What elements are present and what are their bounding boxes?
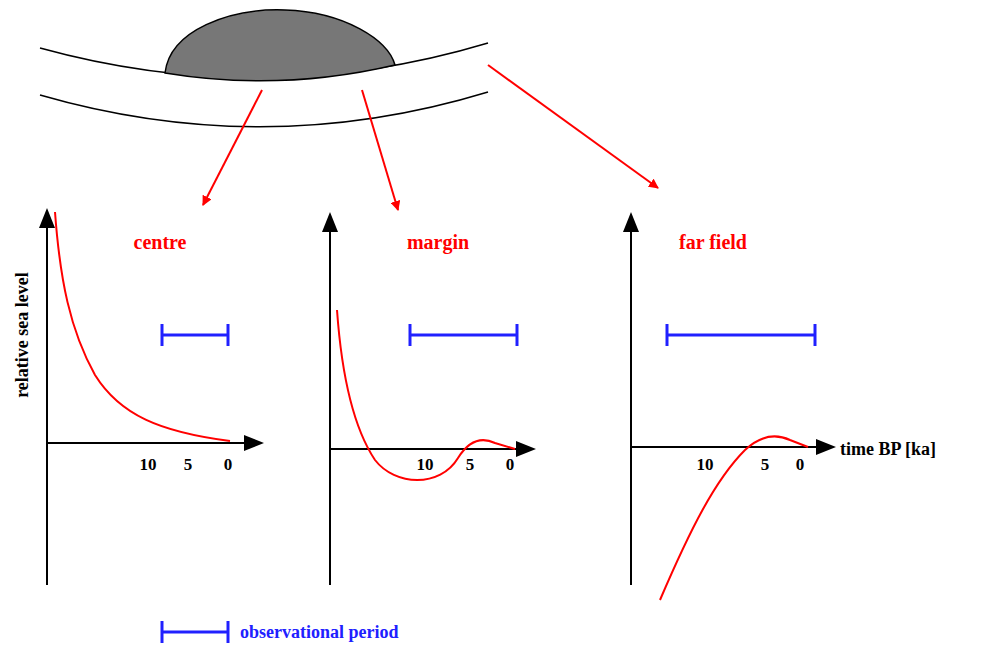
legend-text: observational period: [240, 622, 399, 643]
lithosphere-bottom: [40, 92, 488, 127]
tick-label: 5: [761, 455, 770, 475]
pointer-arrow: [203, 90, 262, 205]
tick-label: 5: [466, 455, 475, 475]
tick-label: 5: [184, 455, 193, 475]
panel-title: margin: [407, 231, 469, 254]
panel-title: far field: [679, 231, 747, 254]
ice-sheet: [165, 10, 395, 81]
tick-label: 10: [140, 455, 157, 475]
tick-label: 0: [224, 455, 233, 475]
legend-sample: [162, 621, 228, 643]
tick-label: 0: [796, 455, 805, 475]
pointer-arrow: [362, 90, 398, 210]
tick-label: 10: [417, 455, 434, 475]
tick-label: 0: [506, 455, 515, 475]
observation-bar: [410, 324, 517, 346]
axes: [322, 212, 536, 585]
sea-level-curve: [55, 212, 230, 441]
tick-label: 10: [697, 455, 714, 475]
axes: [623, 212, 836, 585]
panel-title: centre: [134, 231, 187, 254]
observation-bar: [667, 324, 815, 346]
axes: [39, 208, 264, 585]
sea-level-curve: [660, 436, 808, 600]
observation-bar: [162, 324, 228, 346]
axis-title: time BP [ka]: [840, 439, 936, 460]
axis-title: relative sea level: [12, 272, 33, 398]
pointer-arrow: [488, 65, 658, 188]
